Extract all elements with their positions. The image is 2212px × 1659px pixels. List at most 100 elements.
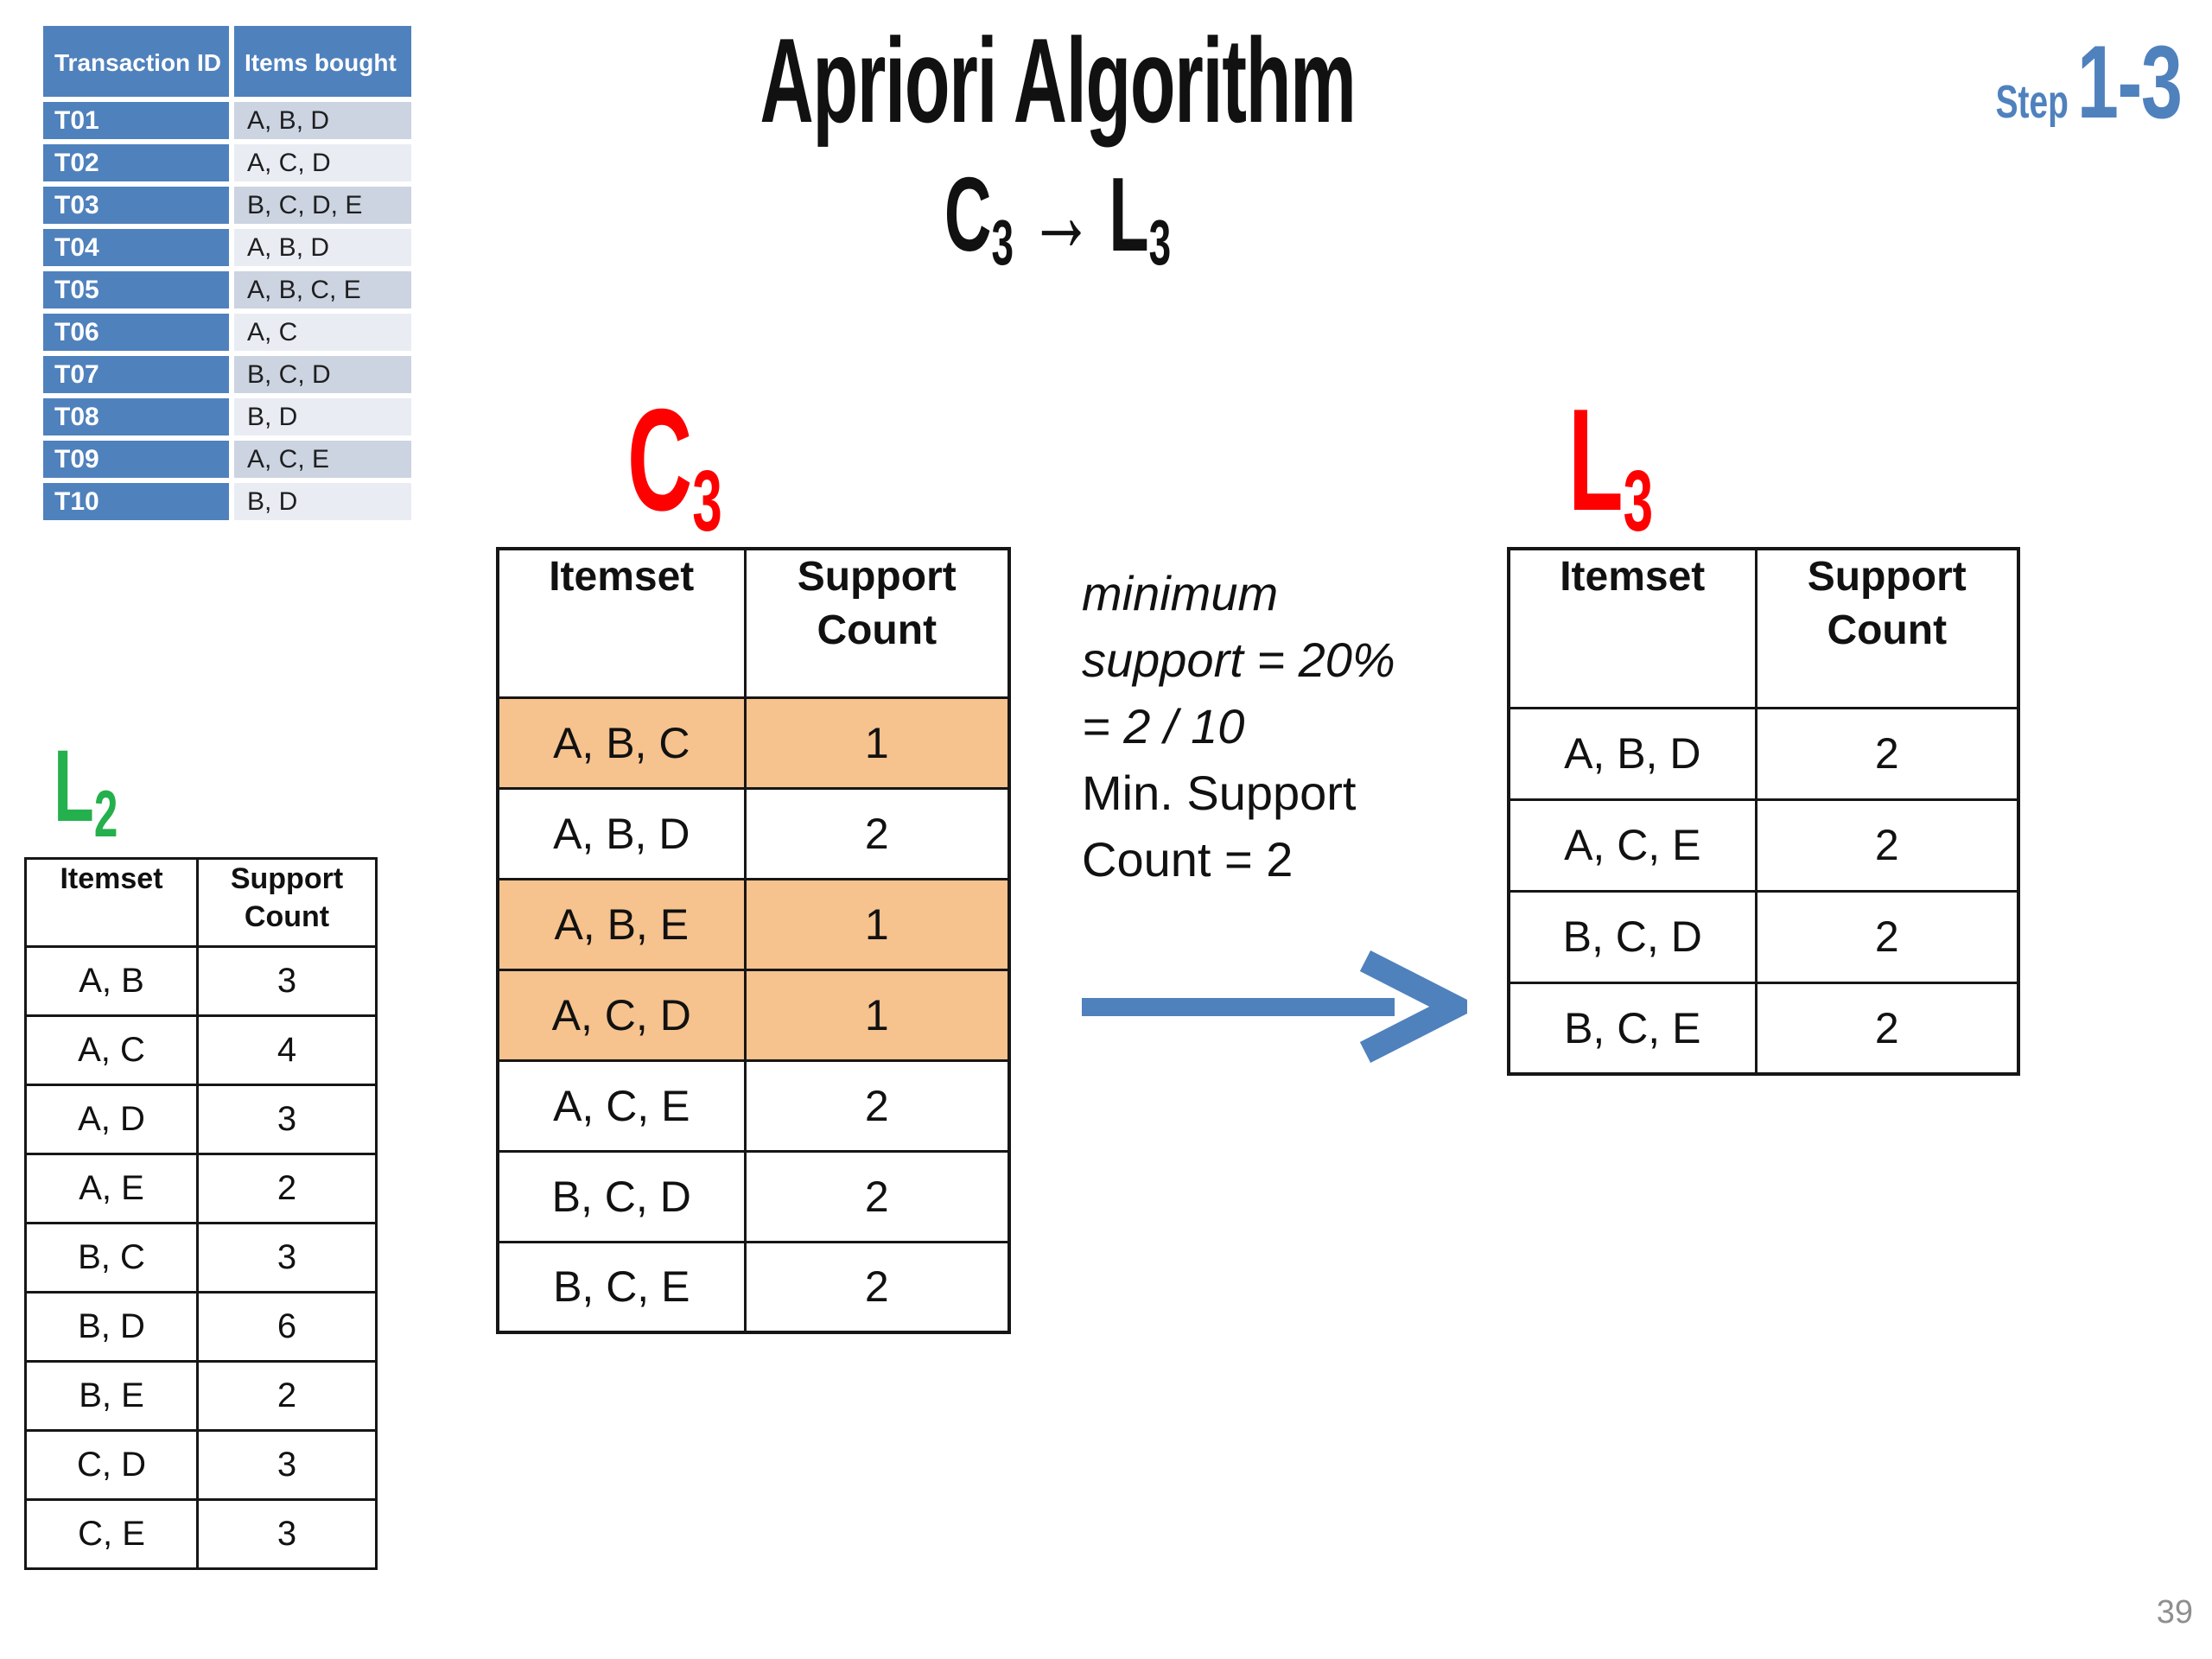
table-row: A, D 3 [24, 1084, 378, 1155]
itemset-cell: A, E [24, 1153, 199, 1224]
min-support-note: minimum support = 20% = 2 / 10 Min. Supp… [1082, 560, 1497, 893]
table-row: T07 B, C, D [43, 356, 411, 393]
flow-arrow-icon [1082, 950, 1467, 1063]
page-title: Apriori Algorithm [760, 14, 1356, 148]
itemset-cell: B, C, D [1507, 889, 1758, 984]
c3-label-letter: C [627, 378, 693, 541]
l2-label-subscript: 2 [93, 778, 118, 852]
itemset-cell: C, D [24, 1429, 199, 1501]
transaction-id-cell: T06 [43, 314, 229, 351]
page-number: 39 [2156, 1594, 2193, 1630]
count-cell: 2 [743, 1149, 1011, 1243]
items-cell: B, C, D [234, 356, 411, 393]
step-badge: Step 1-3 [1995, 22, 2182, 142]
transaction-id-cell: T04 [43, 229, 229, 266]
table-row: T08 B, D [43, 398, 411, 435]
count-cell: 2 [196, 1153, 378, 1224]
table-row: A, C, E 2 [496, 1058, 1011, 1153]
items-bought-header: Items bought [234, 26, 411, 97]
items-cell: B, D [234, 483, 411, 520]
count-cell: 3 [196, 1498, 378, 1570]
items-cell: A, C, E [234, 441, 411, 478]
items-cell: A, B, D [234, 102, 411, 139]
table-row: A, B, D 2 [1507, 706, 2020, 801]
title-c: C [944, 156, 992, 273]
itemset-cell: B, C, D [496, 1149, 747, 1243]
table-row: A, B, D 2 [496, 786, 1011, 880]
table-row: A, C, D 1 [496, 968, 1011, 1062]
table-row: T01 A, B, D [43, 102, 411, 139]
table-row: T04 A, B, D [43, 229, 411, 266]
title-l-subscript: 3 [1148, 207, 1172, 279]
transaction-id-cell: T09 [43, 441, 229, 478]
itemset-cell: A, C, D [496, 968, 747, 1062]
count-cell: 2 [743, 1058, 1011, 1153]
table-row: C, D 3 [24, 1429, 378, 1501]
count-cell: 2 [743, 1240, 1011, 1334]
itemset-cell: A, B, D [1507, 706, 1758, 801]
itemset-cell: C, E [24, 1498, 199, 1570]
count-cell: 3 [196, 1084, 378, 1155]
table-row: T03 B, C, D, E [43, 187, 411, 224]
transaction-id-cell: T08 [43, 398, 229, 435]
note-line: = 2 / 10 [1082, 699, 1245, 753]
count-cell: 2 [1754, 981, 2020, 1076]
table-row: A, B 3 [24, 945, 378, 1017]
table-row: B, C, E 2 [1507, 981, 2020, 1076]
support-count-header: Support Count [1754, 547, 2020, 709]
table-row: A, C, E 2 [1507, 798, 2020, 893]
table-row: T06 A, C [43, 314, 411, 351]
table-row: T05 A, B, C, E [43, 271, 411, 308]
title-subtitle: C3→L3 [402, 154, 1713, 279]
transaction-id-cell: T03 [43, 187, 229, 224]
l2-header-row: Itemset Support Count [24, 857, 378, 948]
count-cell: 2 [743, 786, 1011, 880]
table-row: B, C, D 2 [496, 1149, 1011, 1243]
transaction-id-cell: T01 [43, 102, 229, 139]
table-row: T09 A, C, E [43, 441, 411, 478]
c3-table: Itemset Support Count A, B, C 1 A, B, D … [496, 547, 1011, 1334]
table-row: A, B, E 1 [496, 877, 1011, 971]
count-cell: 1 [743, 968, 1011, 1062]
table-row: C, E 3 [24, 1498, 378, 1570]
transaction-id-cell: T02 [43, 144, 229, 181]
transaction-id-cell: T07 [43, 356, 229, 393]
table-row: A, C 4 [24, 1014, 378, 1086]
count-cell: 3 [196, 1222, 378, 1294]
count-cell: 2 [1754, 706, 2020, 801]
transaction-table-header: Transaction ID Items bought [43, 26, 411, 97]
count-cell: 2 [1754, 889, 2020, 984]
c3-label: C3 [627, 377, 722, 550]
step-number: 1-3 [2076, 24, 2182, 140]
itemset-cell: B, C [24, 1222, 199, 1294]
step-label: Step [1995, 76, 2069, 128]
itemset-cell: B, C, E [496, 1240, 747, 1334]
itemset-cell: A, B [24, 945, 199, 1017]
title-l: L [1109, 156, 1149, 273]
support-count-header: Support Count [743, 547, 1011, 699]
count-cell: 6 [196, 1291, 378, 1363]
note-line: Count = 2 [1082, 832, 1294, 887]
itemset-cell: A, C [24, 1014, 199, 1086]
note-line: minimum [1082, 566, 1279, 620]
items-cell: A, B, D [234, 229, 411, 266]
itemset-cell: A, B, E [496, 877, 747, 971]
transaction-id-cell: T05 [43, 271, 229, 308]
count-cell: 2 [1754, 798, 2020, 893]
l3-table: Itemset Support Count A, B, D 2 A, C, E … [1507, 547, 2020, 1076]
itemset-header: Itemset [24, 857, 199, 948]
count-cell: 1 [743, 696, 1011, 790]
l2-table: Itemset Support Count A, B 3 A, C 4 A, D… [24, 857, 378, 1570]
transaction-table: Transaction ID Items bought T01 A, B, D … [43, 26, 411, 525]
itemset-header: Itemset [496, 547, 747, 699]
title-arrow-icon: → [1028, 156, 1095, 273]
table-row: A, E 2 [24, 1153, 378, 1224]
itemset-cell: A, C, E [1507, 798, 1758, 893]
l3-label-letter: L [1568, 378, 1624, 541]
itemset-header: Itemset [1507, 547, 1758, 709]
table-row: B, C 3 [24, 1222, 378, 1294]
itemset-cell: A, D [24, 1084, 199, 1155]
table-row: A, B, C 1 [496, 696, 1011, 790]
items-cell: B, C, D, E [234, 187, 411, 224]
title-c-subscript: 3 [991, 207, 1014, 279]
